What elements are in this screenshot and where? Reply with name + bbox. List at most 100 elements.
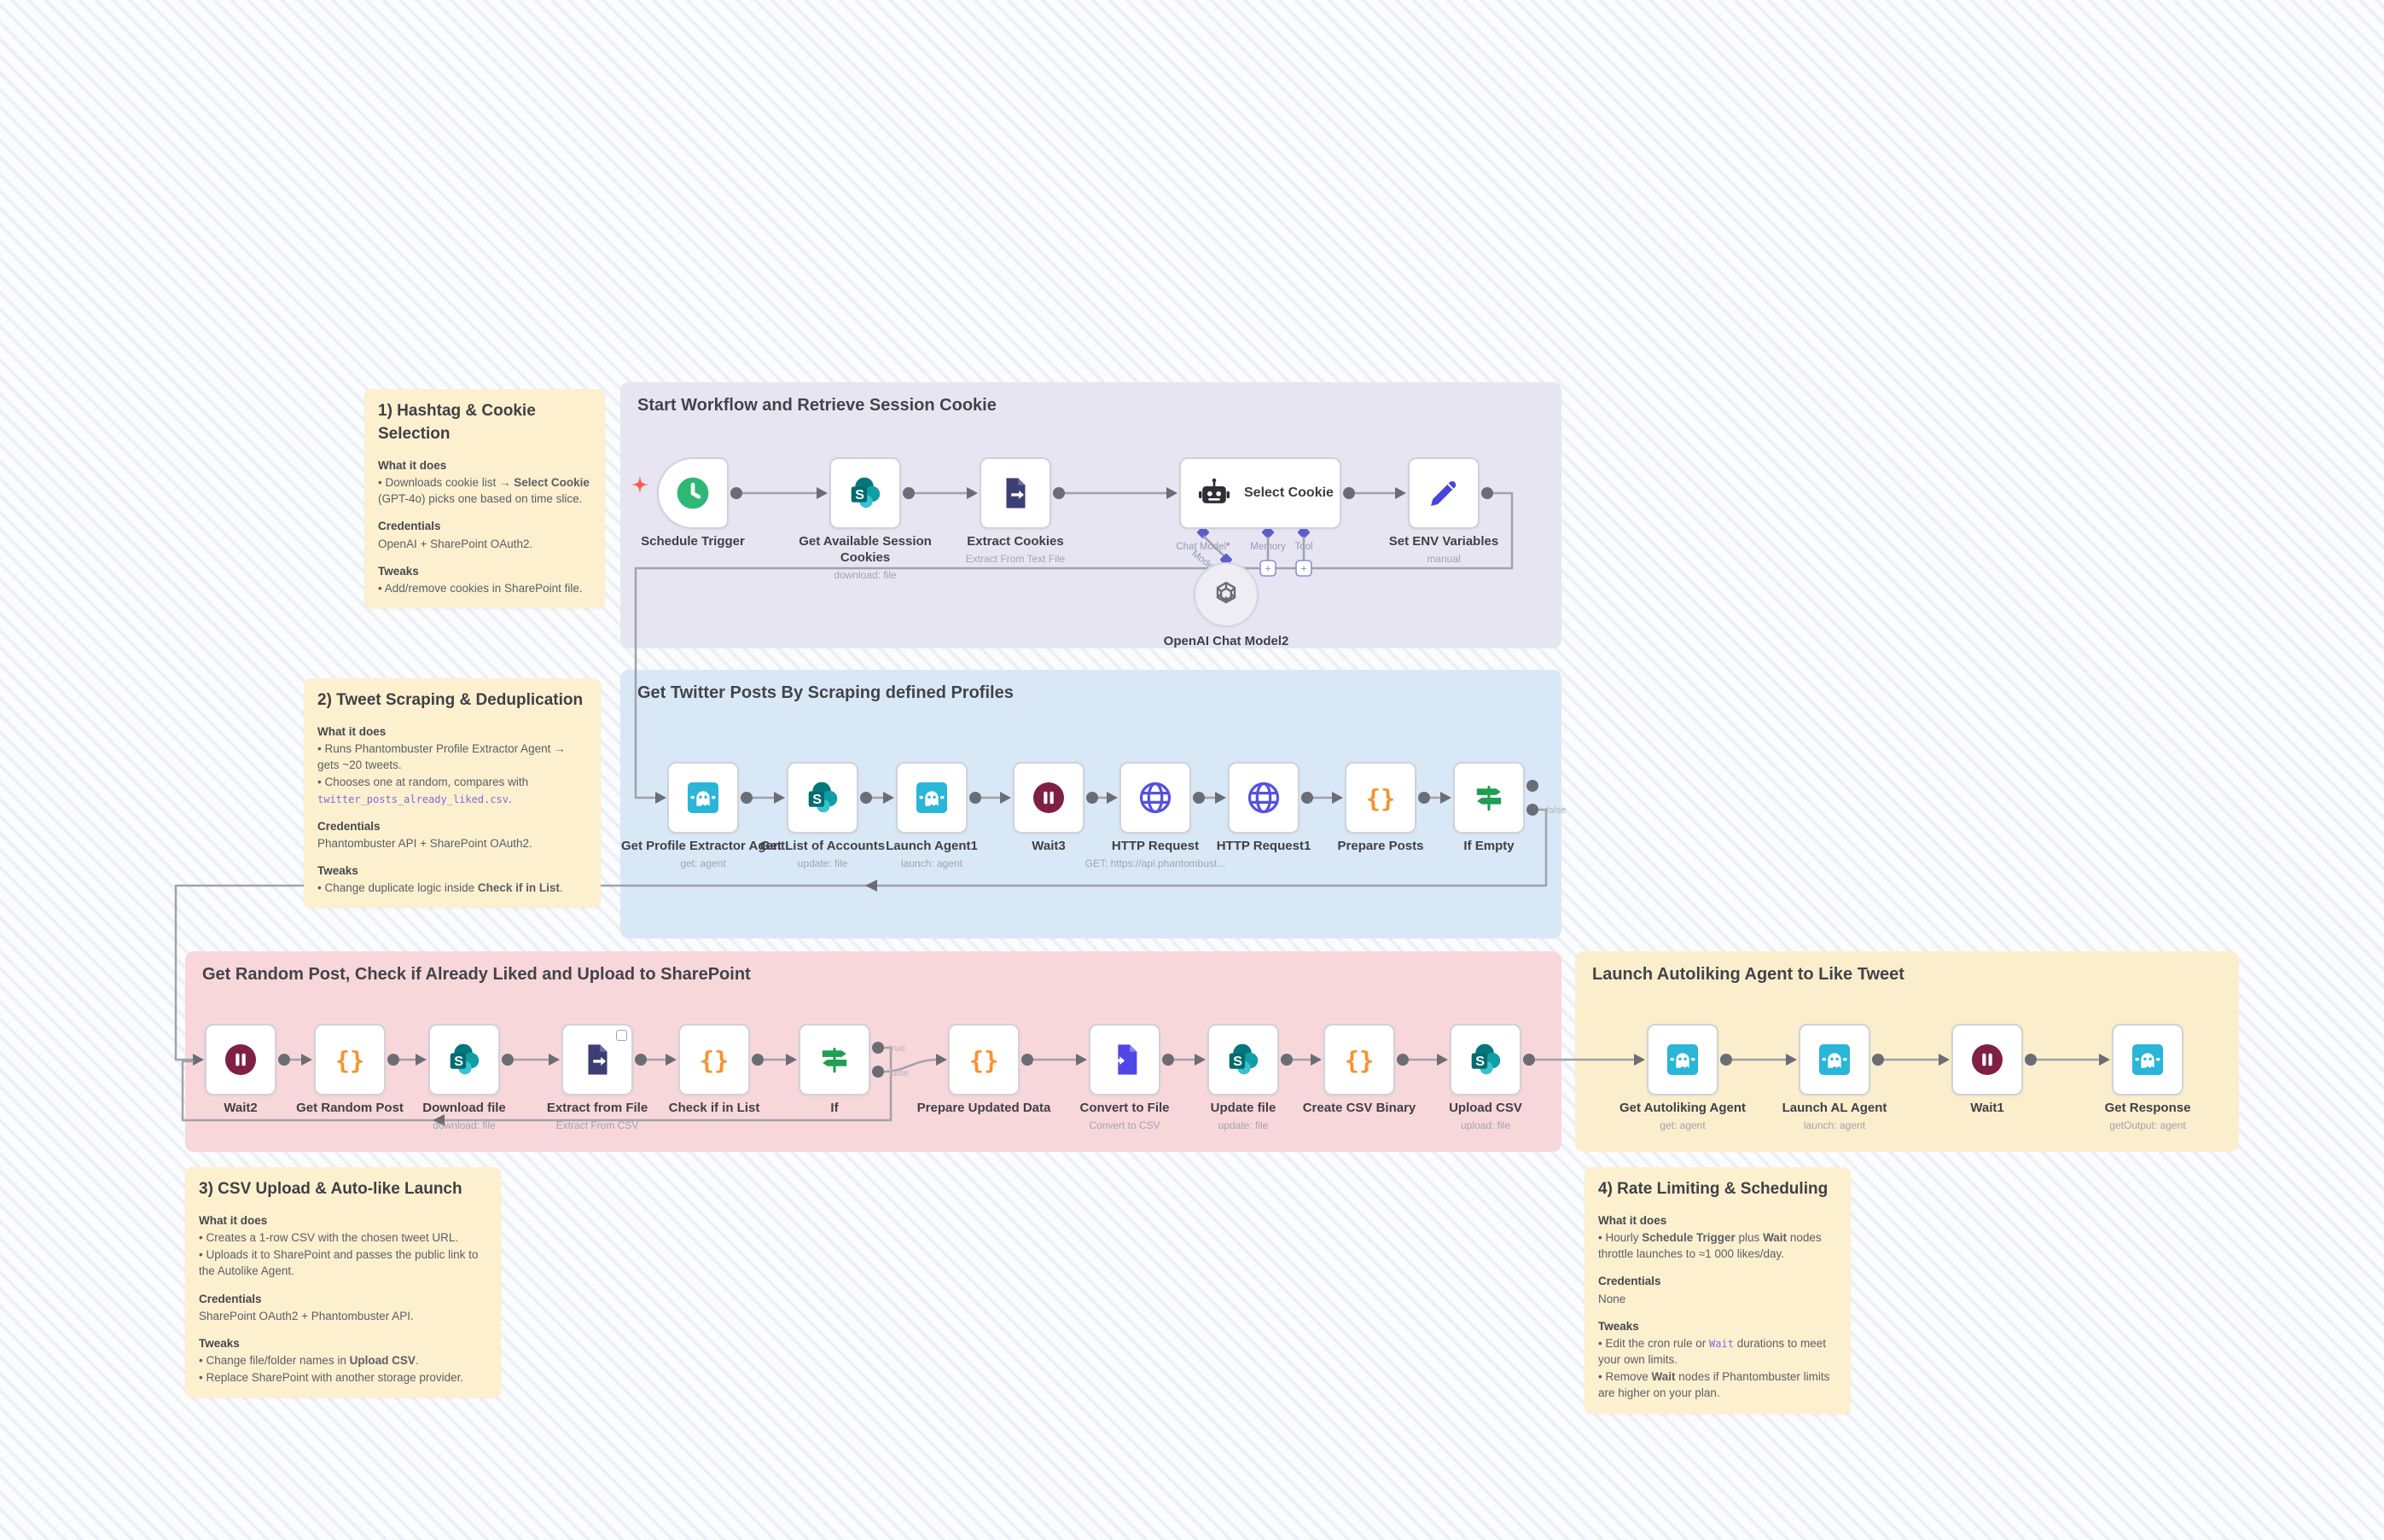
output-port[interactable] xyxy=(1086,792,1098,804)
node-check_list[interactable]: {} xyxy=(678,1024,750,1095)
input-arrow xyxy=(301,1054,312,1066)
output-port[interactable] xyxy=(1193,792,1205,804)
node-download_file[interactable]: S xyxy=(428,1024,500,1095)
output-port[interactable] xyxy=(635,1054,647,1066)
sticky-heading: Tweaks xyxy=(1598,1319,1639,1333)
output-port[interactable] xyxy=(1343,487,1355,499)
output-port[interactable] xyxy=(278,1054,290,1066)
sharepoint-icon: S xyxy=(445,1040,484,1079)
node-if_node[interactable] xyxy=(799,1024,870,1095)
connection-wire[interactable] xyxy=(1202,535,1227,559)
output-port[interactable] xyxy=(1397,1054,1409,1066)
output-port[interactable] xyxy=(1526,804,1538,816)
node-select_cookie[interactable]: Select Cookie xyxy=(1179,457,1341,529)
add-node-button[interactable] xyxy=(1259,560,1276,577)
node-wait3[interactable] xyxy=(1013,762,1084,834)
output-port[interactable] xyxy=(1720,1054,1732,1066)
node-extract_cookies[interactable] xyxy=(980,457,1051,529)
robot-icon xyxy=(1195,474,1234,513)
add-node-button[interactable] xyxy=(1295,560,1312,577)
node-if_empty[interactable] xyxy=(1453,762,1525,834)
svg-text:{}: {} xyxy=(1366,784,1396,813)
node-convert_file[interactable] xyxy=(1089,1024,1160,1095)
svg-text:S: S xyxy=(454,1054,463,1069)
output-port[interactable] xyxy=(903,487,915,499)
node-get_accounts[interactable]: S xyxy=(787,762,858,834)
node-http_request[interactable] xyxy=(1119,762,1191,834)
connection-wire[interactable] xyxy=(634,491,1514,799)
output-port[interactable] xyxy=(1872,1054,1884,1066)
ai-port-diamond[interactable] xyxy=(1196,526,1210,539)
output-port[interactable] xyxy=(730,487,742,499)
sticky-line: • Edit the cron rule or Wait durations t… xyxy=(1598,1335,1837,1368)
node-label-text: Update file xyxy=(1210,1101,1276,1115)
sticky-text-segment: • Remove xyxy=(1598,1370,1652,1384)
output-port[interactable] xyxy=(1523,1054,1535,1066)
sticky-line: OpenAI + SharePoint OAuth2. xyxy=(378,536,591,552)
output-port[interactable] xyxy=(741,792,753,804)
ai-port-diamond[interactable] xyxy=(1261,526,1275,539)
output-port[interactable] xyxy=(1481,487,1493,499)
input-arrow xyxy=(817,487,828,499)
output-port[interactable] xyxy=(860,792,872,804)
sticky-title: 1) Hashtag & Cookie Selection xyxy=(378,402,536,443)
node-label-text: Wait3 xyxy=(1032,839,1066,853)
connection-wire[interactable] xyxy=(181,1046,893,1122)
sticky-text-segment: Wait xyxy=(1763,1231,1788,1245)
output-port[interactable] xyxy=(502,1054,514,1066)
node-upload_csv[interactable]: S xyxy=(1450,1024,1521,1095)
node-profile_extractor[interactable] xyxy=(667,762,739,834)
output-port[interactable] xyxy=(1162,1054,1174,1066)
output-port[interactable] xyxy=(1053,487,1065,499)
node-launch_al[interactable] xyxy=(1799,1024,1870,1095)
output-port[interactable] xyxy=(1281,1054,1293,1066)
sticky-title: 3) CSV Upload & Auto-like Launch xyxy=(199,1180,462,1198)
node-prepare_posts[interactable]: {} xyxy=(1345,762,1416,834)
output-port[interactable] xyxy=(2025,1054,2037,1066)
node-label-text: Schedule Trigger xyxy=(641,534,745,549)
output-port[interactable] xyxy=(872,1066,884,1078)
node-set_env[interactable] xyxy=(1408,457,1480,529)
output-port[interactable] xyxy=(1021,1054,1033,1066)
node-launch_agent1[interactable] xyxy=(896,762,968,834)
node-openai_model[interactable] xyxy=(1194,562,1259,627)
node-label-text: Get Profile Extractor Agent xyxy=(621,839,785,853)
connection-wire[interactable] xyxy=(174,808,1548,1061)
output-port[interactable] xyxy=(387,1054,399,1066)
clock-icon xyxy=(673,474,712,513)
ai-port-diamond[interactable] xyxy=(1297,526,1311,539)
node-label-text: Wait1 xyxy=(1970,1101,2004,1115)
output-port[interactable] xyxy=(1526,780,1538,792)
output-port[interactable] xyxy=(969,792,981,804)
port-label: true xyxy=(889,1043,905,1054)
node-get_autoliking[interactable] xyxy=(1647,1024,1718,1095)
node-wait1[interactable] xyxy=(1951,1024,2023,1095)
output-port[interactable] xyxy=(872,1042,884,1054)
braces-icon: {} xyxy=(1361,778,1400,817)
node-get_session[interactable]: S xyxy=(829,457,901,529)
output-port[interactable] xyxy=(752,1054,764,1066)
node-title: Select Cookie xyxy=(1244,485,1334,500)
node-http_request1[interactable] xyxy=(1228,762,1300,834)
node-wait2[interactable] xyxy=(205,1024,276,1095)
output-port[interactable] xyxy=(1418,792,1430,804)
output-port[interactable] xyxy=(1301,792,1313,804)
svg-text:{}: {} xyxy=(700,1046,730,1075)
input-arrow xyxy=(1395,487,1406,499)
sticky-text-segment: plus xyxy=(1735,1231,1764,1245)
node-prepare_updated[interactable]: {} xyxy=(948,1024,1020,1095)
node-get_random[interactable]: {} xyxy=(314,1024,386,1095)
node-get_response[interactable] xyxy=(2112,1024,2183,1095)
node-extract_file[interactable] xyxy=(561,1024,633,1095)
node-create_csv[interactable]: {} xyxy=(1323,1024,1395,1095)
connection-wire[interactable] xyxy=(877,1058,938,1073)
node-update_file[interactable]: S xyxy=(1207,1024,1279,1095)
node-schedule_trigger[interactable] xyxy=(657,457,729,529)
node-label-text: Download file xyxy=(422,1101,506,1115)
